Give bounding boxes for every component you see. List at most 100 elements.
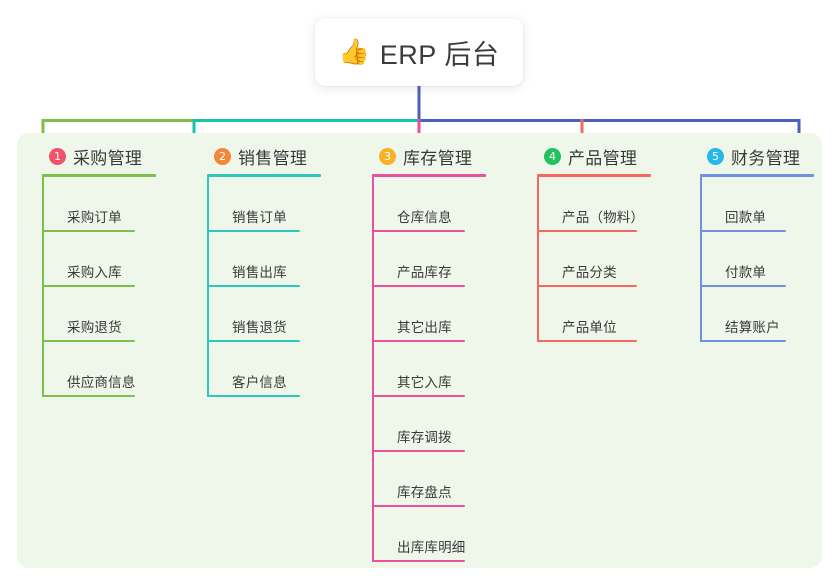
branch-badge-icon-1: 1 — [49, 147, 66, 165]
leaf-item-label: 产品库存 — [397, 265, 452, 280]
branch-header-rule-5 — [700, 174, 814, 177]
branch-header-rule-4 — [537, 174, 651, 177]
branch-header-3[interactable]: 3 库存管理 — [363, 143, 513, 169]
leaf-item-label: 供应商信息 — [67, 375, 136, 390]
branch-title-5: 财务管理 — [731, 148, 801, 168]
branch-item-list-5: 回款单付款单结算账户 — [691, 177, 836, 342]
branch-item-list-1: 采购订单采购入库采购退货供应商信息 — [33, 177, 183, 397]
leaf-item-label: 出库库明细 — [397, 540, 466, 555]
branch-header-rule-2 — [207, 174, 321, 177]
leaf-item-label: 结算账户 — [725, 320, 780, 335]
leaf-item-rule — [42, 285, 135, 287]
branch-header-rule-3 — [372, 174, 486, 177]
leaf-item-label: 产品分类 — [562, 265, 617, 280]
leaf-item[interactable]: 仓库信息 — [363, 177, 513, 232]
leaf-item[interactable]: 产品（物料） — [528, 177, 678, 232]
leaf-item[interactable]: 产品分类 — [528, 232, 678, 287]
branch-column-1: 1 采购管理采购订单采购入库采购退货供应商信息 — [33, 143, 183, 397]
branch-spine-5 — [700, 177, 702, 342]
leaf-item-rule — [537, 230, 637, 232]
leaf-item-rule — [42, 340, 135, 342]
leaf-item-label: 销售出库 — [232, 265, 287, 280]
branch-item-list-3: 仓库信息产品库存其它出库其它入库库存调拨库存盘点出库库明细 — [363, 177, 513, 562]
branch-title-2: 销售管理 — [238, 148, 308, 168]
branch-badge-icon-4: 4 — [544, 147, 561, 165]
leaf-item-label: 客户信息 — [232, 375, 287, 390]
branch-title-3: 库存管理 — [403, 148, 473, 168]
root-node-card[interactable]: 👍 ERP 后台 — [315, 18, 523, 86]
leaf-item-label: 回款单 — [725, 210, 767, 225]
leaf-item-rule — [42, 395, 135, 397]
leaf-item-label: 其它出库 — [397, 320, 452, 335]
branch-spine-4 — [537, 177, 539, 342]
leaf-item[interactable]: 其它入库 — [363, 342, 513, 397]
branch-item-list-2: 销售订单销售出库销售退货客户信息 — [198, 177, 348, 397]
leaf-item-rule — [372, 395, 465, 397]
leaf-item-label: 销售订单 — [232, 210, 287, 225]
leaf-item-label: 库存调拨 — [397, 430, 452, 445]
leaf-item[interactable]: 出库库明细 — [363, 507, 513, 562]
leaf-item-label: 产品（物料） — [562, 210, 645, 225]
leaf-item-label: 销售退货 — [232, 320, 287, 335]
branch-column-5: 5 财务管理回款单付款单结算账户 — [691, 143, 836, 342]
leaf-item-label: 采购退货 — [67, 320, 122, 335]
leaf-item-rule — [372, 505, 465, 507]
root-title: ERP 后台 — [379, 39, 500, 70]
branch-spine-2 — [207, 177, 209, 397]
leaf-item[interactable]: 销售出库 — [198, 232, 348, 287]
leaf-item[interactable]: 销售订单 — [198, 177, 348, 232]
diagram-panel — [17, 133, 822, 568]
leaf-item[interactable]: 客户信息 — [198, 342, 348, 397]
branch-badge-icon-2: 2 — [214, 147, 231, 165]
leaf-item-label: 仓库信息 — [397, 210, 452, 225]
leaf-item-rule — [537, 285, 637, 287]
leaf-item[interactable]: 结算账户 — [691, 287, 836, 342]
leaf-item[interactable]: 采购退货 — [33, 287, 183, 342]
leaf-item-rule — [372, 450, 465, 452]
branch-spine-1 — [42, 177, 44, 397]
leaf-item-rule — [207, 340, 300, 342]
leaf-item[interactable]: 供应商信息 — [33, 342, 183, 397]
leaf-item[interactable]: 库存调拨 — [363, 397, 513, 452]
leaf-item-label: 其它入库 — [397, 375, 452, 390]
leaf-item-rule — [372, 230, 465, 232]
leaf-item[interactable]: 回款单 — [691, 177, 836, 232]
leaf-item-rule — [372, 285, 465, 287]
leaf-item[interactable]: 库存盘点 — [363, 452, 513, 507]
leaf-item[interactable]: 采购订单 — [33, 177, 183, 232]
leaf-item-rule — [372, 560, 465, 562]
leaf-item-label: 库存盘点 — [397, 485, 452, 500]
branch-header-1[interactable]: 1 采购管理 — [33, 143, 183, 169]
branch-header-rule-1 — [42, 174, 156, 177]
leaf-item-rule — [700, 340, 786, 342]
leaf-item[interactable]: 产品库存 — [363, 232, 513, 287]
leaf-item-rule — [537, 340, 637, 342]
leaf-item[interactable]: 其它出库 — [363, 287, 513, 342]
branch-spine-3 — [372, 177, 374, 562]
leaf-item-rule — [207, 230, 300, 232]
leaf-item-rule — [207, 285, 300, 287]
leaf-item[interactable]: 付款单 — [691, 232, 836, 287]
leaf-item-rule — [42, 230, 135, 232]
branch-column-3: 3 库存管理仓库信息产品库存其它出库其它入库库存调拨库存盘点出库库明细 — [363, 143, 513, 562]
branch-column-2: 2 销售管理销售订单销售出库销售退货客户信息 — [198, 143, 348, 397]
leaf-item[interactable]: 销售退货 — [198, 287, 348, 342]
leaf-item-rule — [700, 230, 786, 232]
leaf-item-rule — [700, 285, 786, 287]
leaf-item-rule — [207, 395, 300, 397]
branch-badge-icon-5: 5 — [707, 147, 724, 165]
leaf-item-rule — [372, 340, 465, 342]
leaf-item-label: 产品单位 — [562, 320, 617, 335]
leaf-item-label: 付款单 — [725, 265, 767, 280]
leaf-item[interactable]: 产品单位 — [528, 287, 678, 342]
branch-header-2[interactable]: 2 销售管理 — [198, 143, 348, 169]
branch-item-list-4: 产品（物料） 产品分类产品单位 — [528, 177, 678, 342]
branch-badge-icon-3: 3 — [379, 147, 396, 165]
leaf-item[interactable]: 采购入库 — [33, 232, 183, 287]
leaf-item-label: 采购订单 — [67, 210, 122, 225]
branch-header-5[interactable]: 5 财务管理 — [691, 143, 836, 169]
leaf-item-label: 采购入库 — [67, 265, 122, 280]
branch-title-1: 采购管理 — [73, 148, 143, 168]
